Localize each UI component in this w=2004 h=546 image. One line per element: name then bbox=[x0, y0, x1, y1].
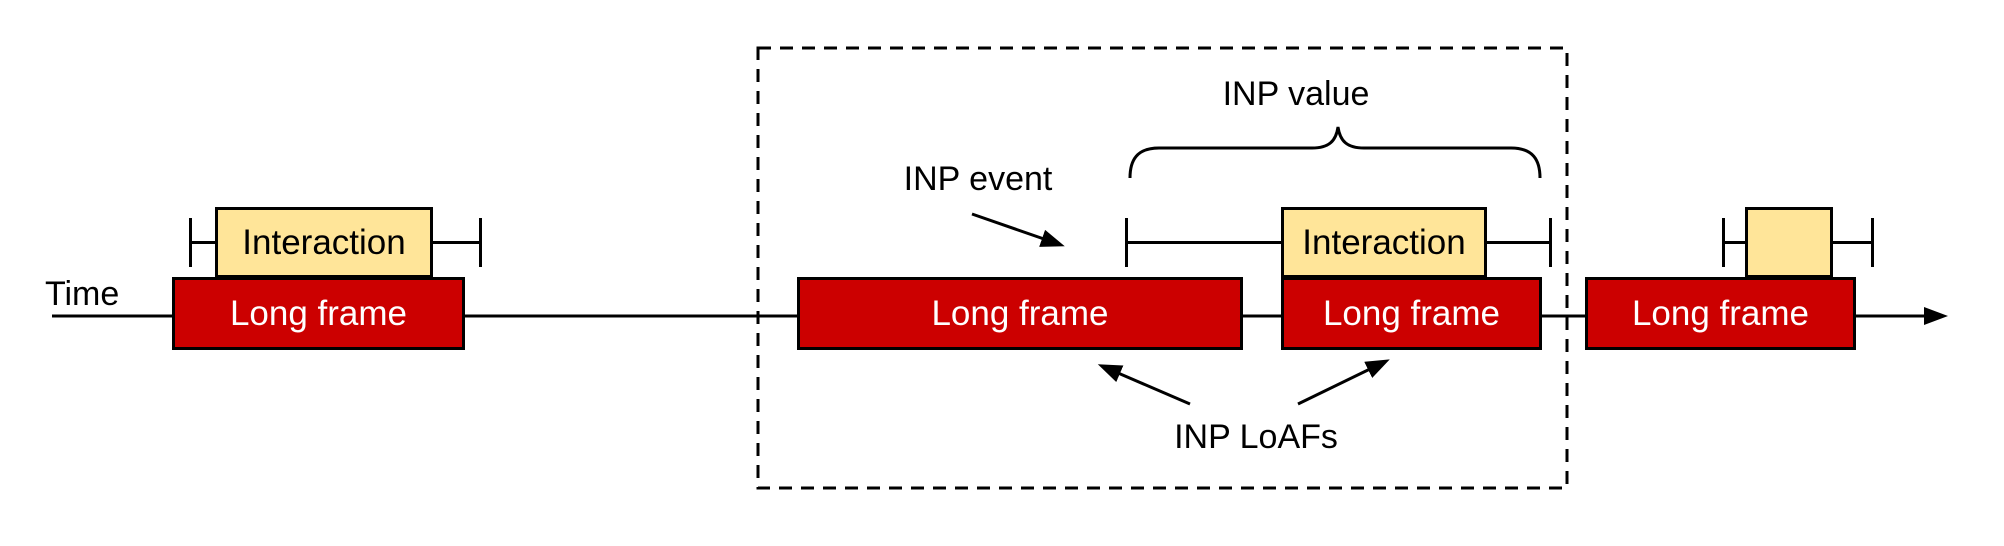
interaction3-end-whisker bbox=[1833, 241, 1872, 244]
inp-value-label: INP value bbox=[1222, 75, 1370, 113]
long-frame-box-3: Long frame bbox=[1281, 277, 1542, 350]
interaction-label: Interaction bbox=[242, 223, 406, 262]
interaction1-start-whisker bbox=[190, 241, 215, 244]
long-frame-label: Long frame bbox=[1631, 294, 1810, 333]
inp-event-label: INP event bbox=[903, 160, 1053, 198]
inp-loafs-arrow-right bbox=[1297, 359, 1390, 406]
interaction1-end-whisker bbox=[433, 241, 480, 244]
interaction-box-3 bbox=[1745, 207, 1833, 278]
interaction1-end-tick bbox=[479, 218, 482, 267]
interaction-label: Interaction bbox=[1302, 223, 1466, 262]
long-frame-box-4: Long frame bbox=[1585, 277, 1856, 350]
interaction-box-2: Interaction bbox=[1281, 207, 1487, 278]
long-frame-label: Long frame bbox=[931, 294, 1109, 333]
interaction2-end-whisker bbox=[1487, 241, 1550, 244]
inp-event-arrow bbox=[971, 212, 1065, 247]
inp-group-dashed-outline bbox=[756, 46, 1569, 490]
long-frame-label: Long frame bbox=[229, 294, 408, 333]
inp-loafs-arrow-left bbox=[1097, 364, 1191, 406]
interaction3-end-tick bbox=[1871, 218, 1874, 267]
long-frame-box-2: Long frame bbox=[797, 277, 1243, 350]
long-frame-label: Long frame bbox=[1322, 294, 1501, 333]
interaction2-end-tick bbox=[1549, 218, 1552, 267]
long-frame-box-1: Long frame bbox=[172, 277, 465, 350]
interaction3-start-whisker bbox=[1723, 241, 1745, 244]
inp-loafs-label: INP LoAFs bbox=[1174, 418, 1338, 456]
interaction2-start-whisker bbox=[1126, 241, 1283, 244]
time-label: Time bbox=[45, 275, 120, 313]
inp-value-brace bbox=[1128, 126, 1542, 179]
interaction-box-1: Interaction bbox=[215, 207, 433, 278]
